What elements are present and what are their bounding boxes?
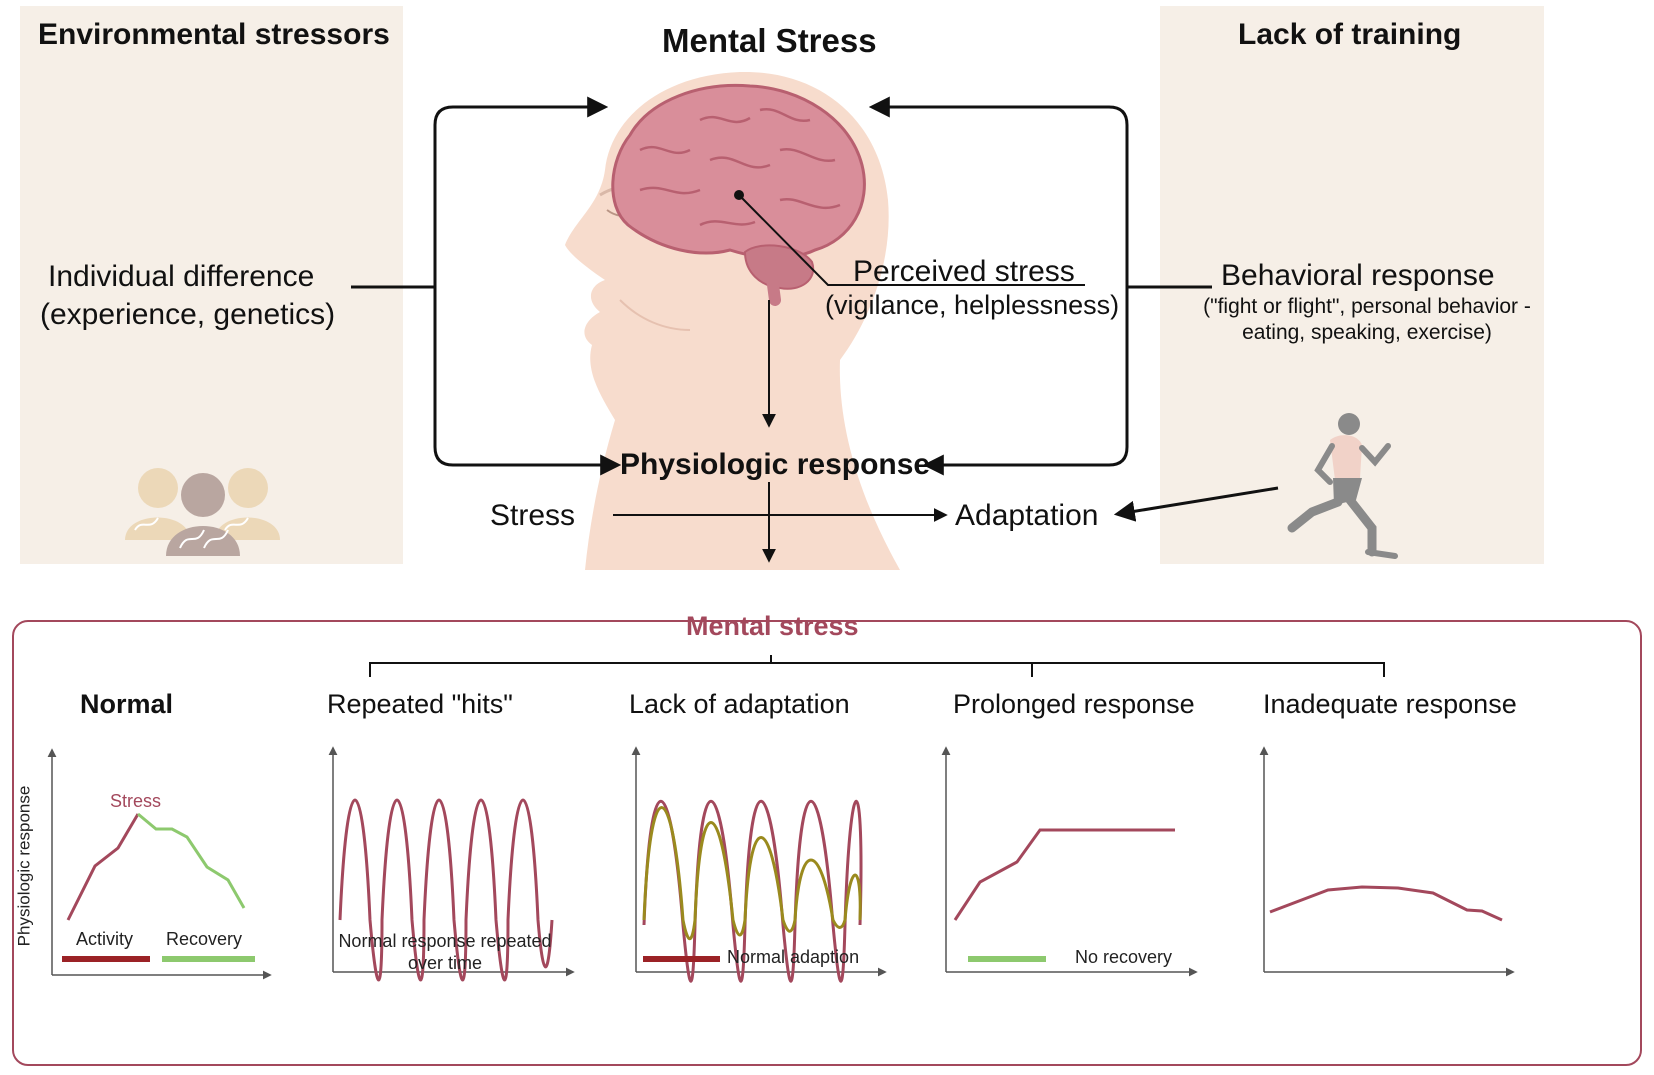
bottom-mental-stress-title: Mental stress xyxy=(686,611,859,641)
mental-stress-box xyxy=(12,620,1642,1066)
individual-difference-label: Individual difference xyxy=(48,260,315,293)
prolonged-response-graph xyxy=(941,746,1198,977)
normal-graph xyxy=(47,748,272,980)
lack-of-adaptation-graph xyxy=(631,746,887,983)
stress-label: Stress xyxy=(490,499,576,532)
y-axis-label: Physiologic response xyxy=(14,785,34,947)
experience-genetics-label: (experience, genetics) xyxy=(40,298,336,331)
behavioral-response-detail-2: eating, speaking, exercise) xyxy=(1242,321,1492,344)
normal-panel-title: Normal xyxy=(80,689,174,719)
runner-icon xyxy=(1287,413,1398,559)
mental-stress-title: Mental Stress xyxy=(662,22,877,59)
inadequate-response-graph xyxy=(1259,746,1515,977)
stress-peak-label: Stress xyxy=(110,791,162,811)
adaptation-label: Adaptation xyxy=(955,499,1099,532)
prolonged-response-title: Prolonged response xyxy=(953,689,1195,719)
activity-legend: Activity xyxy=(76,929,134,949)
people-dna-icon xyxy=(125,468,280,556)
no-recovery-legend: No recovery xyxy=(1075,947,1173,967)
repeated-hits-line xyxy=(338,798,554,982)
environmental-stressors-title: Environmental stressors xyxy=(38,18,390,51)
repeated-response-note: Normal response repeated over time xyxy=(338,931,552,973)
recovery-legend: Recovery xyxy=(166,929,243,949)
inadequate-response-title: Inadequate response xyxy=(1263,689,1517,719)
perceived-stress-label: Perceived stress xyxy=(853,255,1075,288)
repeated-hits-graph xyxy=(328,746,575,982)
normal-adaption-legend: Normal adaption xyxy=(727,947,860,967)
behavioral-response-label: Behavioral response xyxy=(1221,259,1495,292)
environmental-panel xyxy=(20,6,403,564)
lack-of-training-title: Lack of training xyxy=(1238,18,1462,51)
behavioral-response-detail-1: ("fight or flight", personal behavior - xyxy=(1203,295,1531,318)
physiologic-response-label: Physiologic response xyxy=(620,448,931,481)
perceived-stress-detail: (vigilance, helplessness) xyxy=(825,290,1120,320)
repeated-hits-title: Repeated "hits" xyxy=(327,689,513,719)
lack-of-adaptation-title: Lack of adaptation xyxy=(629,689,850,719)
brain-icon xyxy=(611,83,866,306)
